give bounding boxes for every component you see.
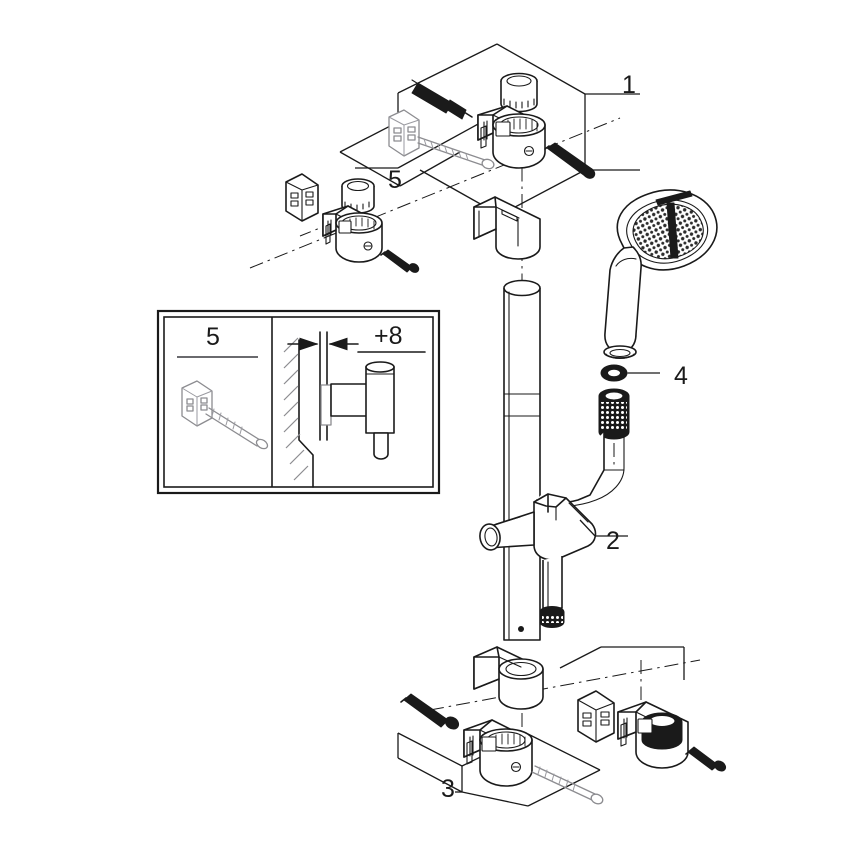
inset-left-panel	[177, 356, 269, 450]
inset-dimension-label: +8	[374, 322, 403, 350]
inset-right-panel	[283, 331, 426, 488]
upper-bracket-assembly	[388, 72, 596, 179]
hose-connector-nut	[598, 388, 630, 440]
inset-title-5: 5	[206, 323, 220, 351]
fixing-screw-lower-long	[531, 765, 604, 805]
inset-detail-box	[156, 309, 441, 495]
rail-slider-holder	[479, 493, 597, 628]
wall-plug-upper	[388, 109, 420, 157]
fixing-screw-lower-right	[685, 746, 727, 772]
callout-label-3: 3	[441, 775, 455, 803]
upper-bracket-assembly-alt	[285, 173, 420, 273]
callout-label-4: 4	[674, 362, 688, 390]
bolt-dowel	[411, 79, 473, 120]
upper-bracket-body-alt	[322, 205, 383, 263]
fixing-screw-lower-left	[400, 693, 460, 730]
bracket-cover-cap-upper	[500, 72, 538, 113]
hand-shower-head	[603, 189, 718, 359]
callout-2-leader	[579, 519, 628, 537]
callout-label-1: 1	[622, 71, 636, 99]
lower-bracket-right	[617, 701, 689, 769]
lower-bracket-body	[463, 719, 533, 787]
hose-seal-washer	[600, 364, 628, 382]
rail-cover-cap-upper	[473, 196, 541, 260]
wall-plug-alt	[285, 173, 319, 222]
fixing-screw-alt	[380, 249, 420, 273]
fixing-screw-upper-long	[417, 136, 495, 170]
lower-assembly-construction-lines	[397, 646, 685, 807]
shower-rail-tube	[503, 279, 541, 641]
wall-plug-lower	[577, 690, 615, 743]
lower-rail-cover-cap	[473, 646, 544, 710]
callout-label-2: 2	[606, 527, 620, 555]
fixing-screw-upper-right	[544, 142, 596, 179]
upper-bracket-body	[477, 105, 546, 169]
callout-label-5: 5	[388, 166, 402, 194]
